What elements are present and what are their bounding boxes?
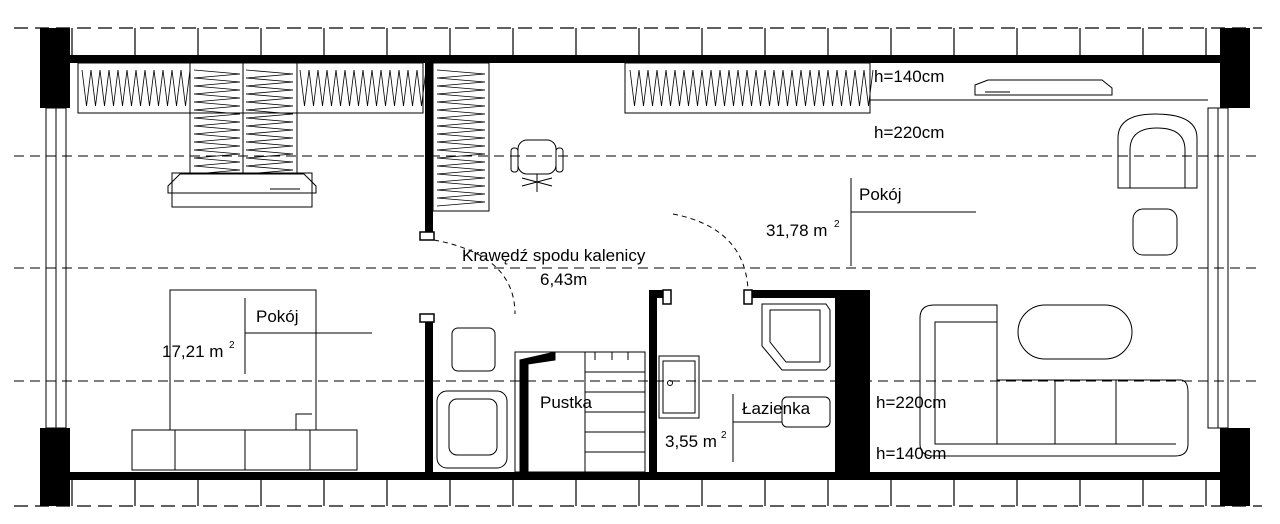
room3-area: 3,55 m — [665, 432, 717, 451]
height-bottom-140: h=140cm — [876, 444, 946, 463]
ridge-line2: 6,43m — [540, 270, 587, 289]
label-dividers — [244, 62, 976, 462]
roof-rafters — [14, 27, 1262, 507]
room1-area: 17,21 m — [162, 342, 223, 361]
walls — [40, 28, 1250, 506]
sofa — [919, 304, 1189, 457]
height-bottom-220: h=220cm — [876, 393, 946, 412]
bathroom-fixtures — [658, 303, 831, 428]
side-windows — [45, 107, 1229, 429]
room2-area-sup: 2 — [834, 219, 840, 230]
void-label: Pustka — [540, 393, 593, 412]
fixtures-left — [436, 327, 508, 469]
door-swings — [433, 213, 749, 315]
room2-name: Pokój — [859, 185, 902, 204]
height-top-140: h=140cm — [874, 67, 944, 86]
bed — [131, 289, 358, 471]
slope-lines — [14, 155, 1262, 382]
tv-units — [167, 79, 1113, 208]
room3-name: Łazienka — [742, 399, 811, 418]
room-labels: Pokój 17,21 m 2 Pokój 31,78 m 2 Łazienka… — [162, 67, 946, 463]
room3-area-sup: 2 — [721, 430, 727, 441]
room1-name: Pokój — [256, 307, 299, 326]
wardrobes — [77, 62, 874, 212]
height-top-220: h=220cm — [874, 123, 944, 142]
room2-area: 31,78 m — [766, 221, 827, 240]
room1-area-sup: 2 — [229, 340, 235, 351]
door-jambs — [419, 231, 753, 323]
armchair — [1117, 113, 1198, 256]
desk-chair — [510, 139, 564, 192]
ridge-line1: Krawędź spodu kalenicy — [462, 246, 646, 265]
stairs — [514, 351, 646, 473]
